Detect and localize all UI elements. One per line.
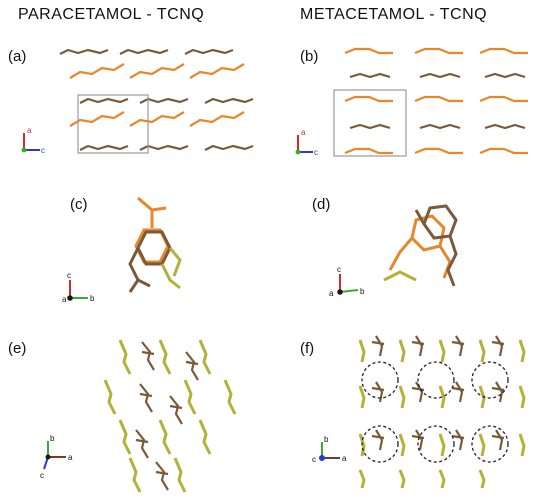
axis-label-c: c [41,146,45,155]
axis-label-c: c [312,455,316,464]
axis-label-b: b [90,294,95,303]
molecule-row [59,48,254,151]
axis-label-a: a [27,126,32,135]
axis-triad [21,133,40,153]
axis-label-c: c [40,471,44,480]
axis-label-a: a [62,295,67,304]
panel-b-crystal-packing: a c [290,40,545,175]
panel-label-f: (f) [300,340,315,357]
panel-label-e: (e) [8,340,27,357]
unit-cell [333,89,407,157]
axis-label-c: c [67,271,71,280]
title-paracetamol: PARACETAMOL - TCNQ [18,6,205,23]
panel-f-stacking-voids: b c a [290,330,545,495]
panel-e-stacking: b c a [10,330,265,495]
axis-label-b: b [50,434,55,443]
axis-label-a: a [301,128,306,137]
panel-label-a: (a) [8,48,27,65]
panel-a-crystal-packing: a c [10,40,260,175]
panel-label-c: (c) [70,196,88,213]
axis-label-a: a [329,289,334,298]
panel-label-b: (b) [300,48,319,65]
panel-c-overlay: c a b [40,180,240,320]
void-circles [361,361,509,463]
axis-label-b: b [324,435,329,444]
panel-d-overlay: c a b [320,180,520,320]
axis-label-a: a [68,453,73,462]
title-metacetamol: METACETAMOL - TCNQ [300,6,488,23]
unit-cell [77,94,149,154]
axis-label-c: c [314,148,318,157]
panel-label-d: (d) [312,196,331,213]
axis-label-b: b [360,287,365,296]
axis-label-c: c [337,265,341,274]
axis-label-a: a [342,454,347,463]
